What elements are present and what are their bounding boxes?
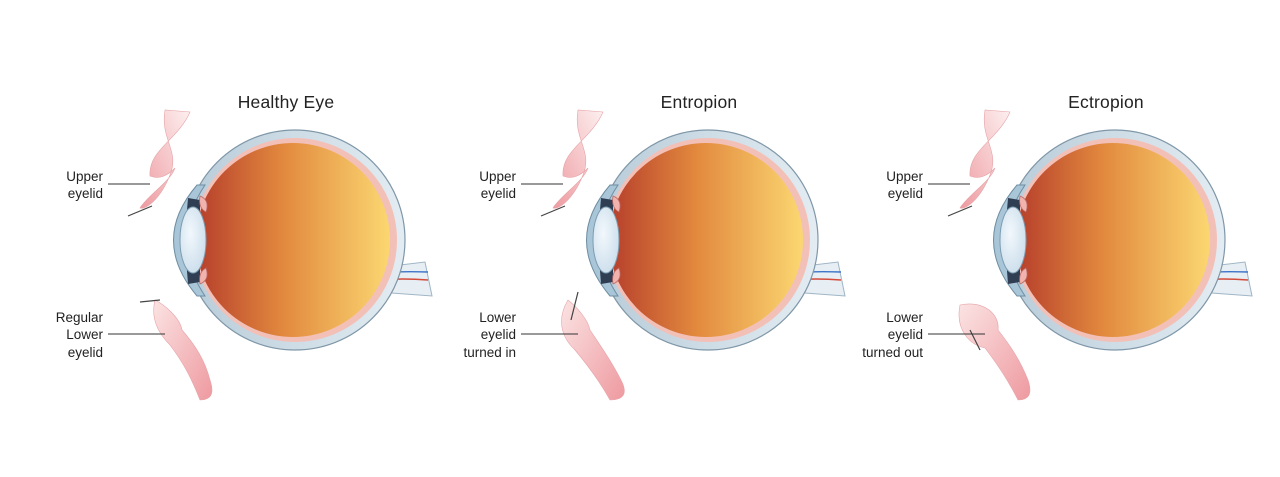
upper-eyelash [127, 205, 153, 217]
ciliary-bottom [612, 267, 621, 285]
ciliary-bottom [199, 267, 208, 285]
lower-eyelid [153, 299, 213, 401]
lower-eyelash [139, 299, 161, 303]
lower-eyelid-label: Lower [66, 327, 103, 342]
lens [179, 206, 207, 274]
upper-eyelid [552, 109, 604, 209]
lens [592, 206, 620, 274]
upper-eyelid-label: eyelid [481, 186, 516, 201]
eyeball [196, 143, 390, 337]
panel-title: Entropion [661, 92, 738, 112]
eyeball [609, 143, 803, 337]
lower-eyelid [561, 299, 625, 401]
ciliary-bottom [1019, 267, 1028, 285]
ciliary-top [612, 195, 621, 213]
upper-eyelid [959, 109, 1011, 209]
lower-eyelid-label: Lower [886, 310, 923, 325]
lower-eyelid-label: turned out [862, 345, 923, 360]
upper-eyelash [540, 205, 566, 217]
lower-eyelash [969, 329, 981, 351]
ciliary-top [1019, 195, 1028, 213]
upper-eyelid [139, 109, 191, 209]
upper-eyelid-label: Upper [886, 169, 923, 184]
upper-eyelid-label: eyelid [68, 186, 103, 201]
upper-eyelid-label: eyelid [888, 186, 923, 201]
lower-eyelid-label: Regular [56, 310, 104, 325]
upper-eyelash [947, 205, 973, 217]
lens [999, 206, 1027, 274]
lower-eyelid-label: turned in [463, 345, 516, 360]
lower-eyelid-label: eyelid [888, 327, 923, 342]
eyeball [1016, 143, 1210, 337]
panel-title: Healthy Eye [238, 92, 335, 112]
lower-eyelid [958, 303, 1031, 401]
lower-eyelid-label: Lower [479, 310, 516, 325]
lower-eyelash [570, 291, 579, 321]
upper-eyelid-label: Upper [479, 169, 516, 184]
panel-title: Ectropion [1068, 92, 1144, 112]
upper-eyelid-label: Upper [66, 169, 103, 184]
lower-eyelid-label: eyelid [481, 327, 516, 342]
lower-eyelid-label: eyelid [68, 345, 103, 360]
ciliary-top [199, 195, 208, 213]
